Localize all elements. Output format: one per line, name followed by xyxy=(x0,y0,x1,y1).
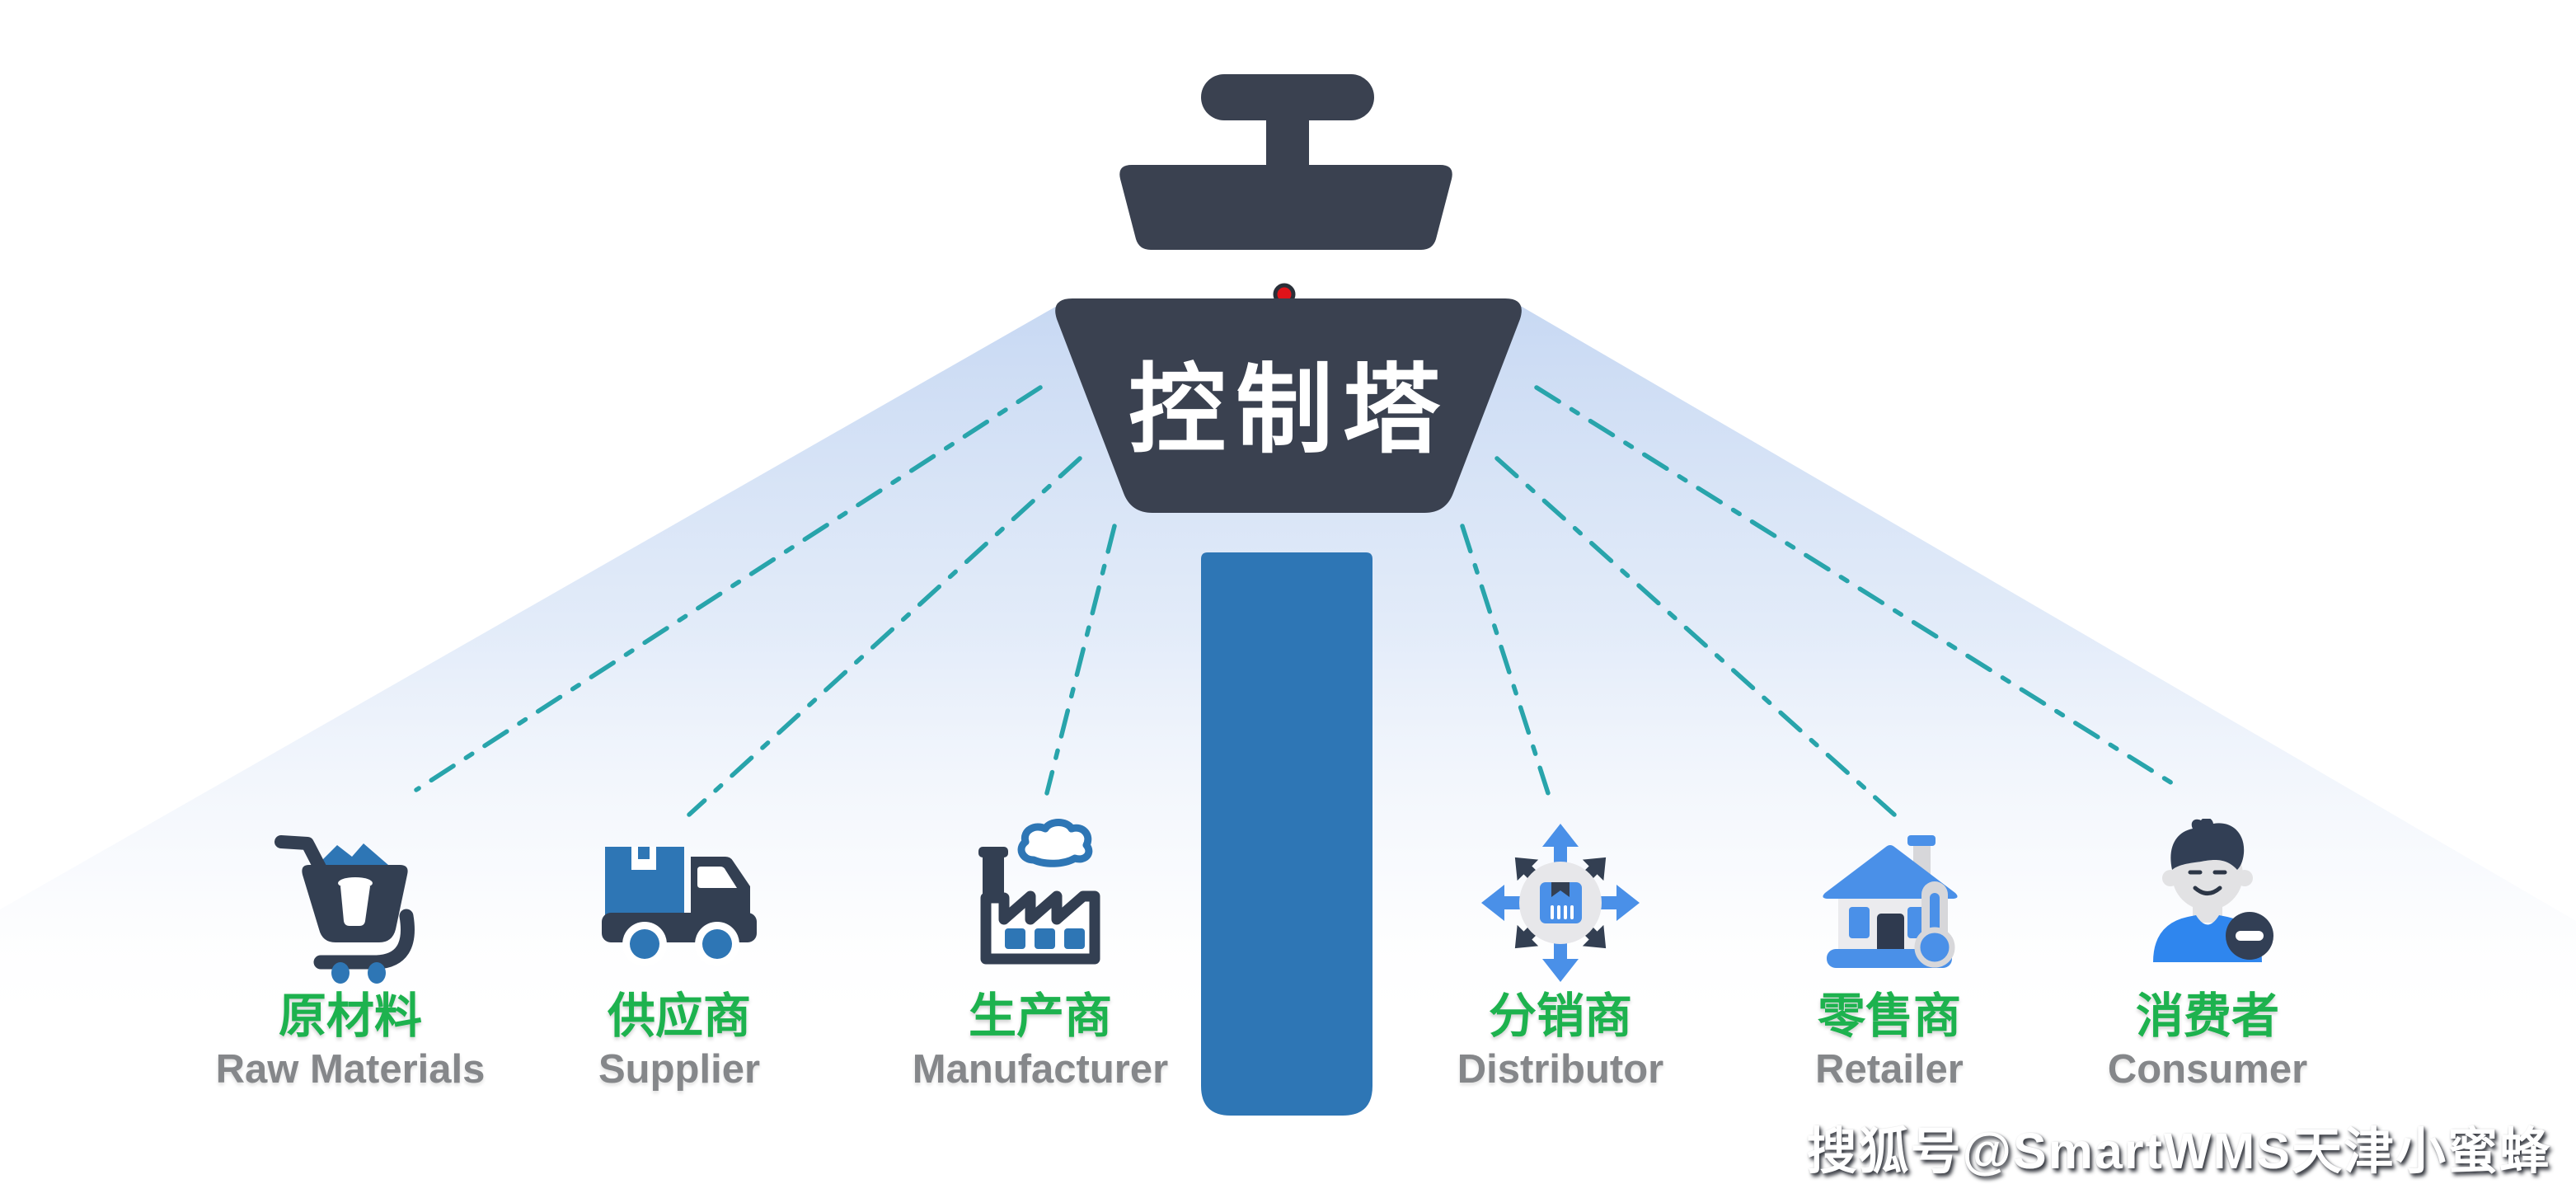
distribution-arrows-icon xyxy=(1481,824,1640,982)
entity-label-en: Supplier xyxy=(598,1047,761,1092)
link-consumer xyxy=(1534,385,2185,792)
entity-label-zh: 零售商 xyxy=(1817,989,1961,1043)
entity-label-zh: 原材料 xyxy=(278,989,422,1043)
entity-label-zh: 分销商 xyxy=(1488,989,1632,1043)
entity-supplier: 供应商 Supplier xyxy=(490,819,869,1092)
tower-antenna xyxy=(1201,74,1374,170)
store-house-icon xyxy=(1823,835,1958,968)
tower-control-room xyxy=(1055,298,1522,513)
link-manufacturer xyxy=(1044,524,1117,796)
entity-label-zh: 消费者 xyxy=(2135,989,2279,1043)
tower-pillar xyxy=(1201,552,1372,1116)
entity-retailer: 零售商 Retailer xyxy=(1700,819,2079,1092)
entity-label-en: Consumer xyxy=(2107,1047,2308,1092)
control-tower-title: 控制塔 xyxy=(1128,356,1450,465)
dashed-connector-lines xyxy=(414,385,2185,817)
entity-manufacturer: 生产商 Manufacturer xyxy=(851,819,1230,1092)
delivery-truck-icon xyxy=(602,847,757,966)
entity-raw-materials: 原材料 Raw Materials xyxy=(161,819,540,1092)
antenna-bar xyxy=(1201,74,1374,120)
link-distributor xyxy=(1460,524,1551,796)
entity-label-en: Manufacturer xyxy=(912,1047,1169,1092)
antenna-stem xyxy=(1266,114,1309,170)
watermark-text: 搜狐号@SmartWMS天津小蜜蜂 xyxy=(1806,1123,2551,1179)
entity-consumer: 消费者 Consumer xyxy=(2018,819,2397,1092)
tower-roof xyxy=(1119,165,1452,250)
shopping-cart-icon xyxy=(274,835,415,984)
person-icon xyxy=(2153,819,2273,962)
factory-icon xyxy=(978,819,1100,965)
entity-label-en: Retailer xyxy=(1815,1047,1964,1092)
entity-label-en: Raw Materials xyxy=(215,1047,486,1092)
entity-distributor: 分销商 Distributor xyxy=(1371,819,1750,1092)
entity-label-zh: 生产商 xyxy=(968,989,1112,1043)
link-supplier xyxy=(687,456,1082,817)
entity-label-en: Distributor xyxy=(1457,1047,1664,1092)
link-raw-materials xyxy=(414,385,1043,792)
entity-label-zh: 供应商 xyxy=(607,989,751,1043)
link-retailer xyxy=(1494,456,1897,817)
